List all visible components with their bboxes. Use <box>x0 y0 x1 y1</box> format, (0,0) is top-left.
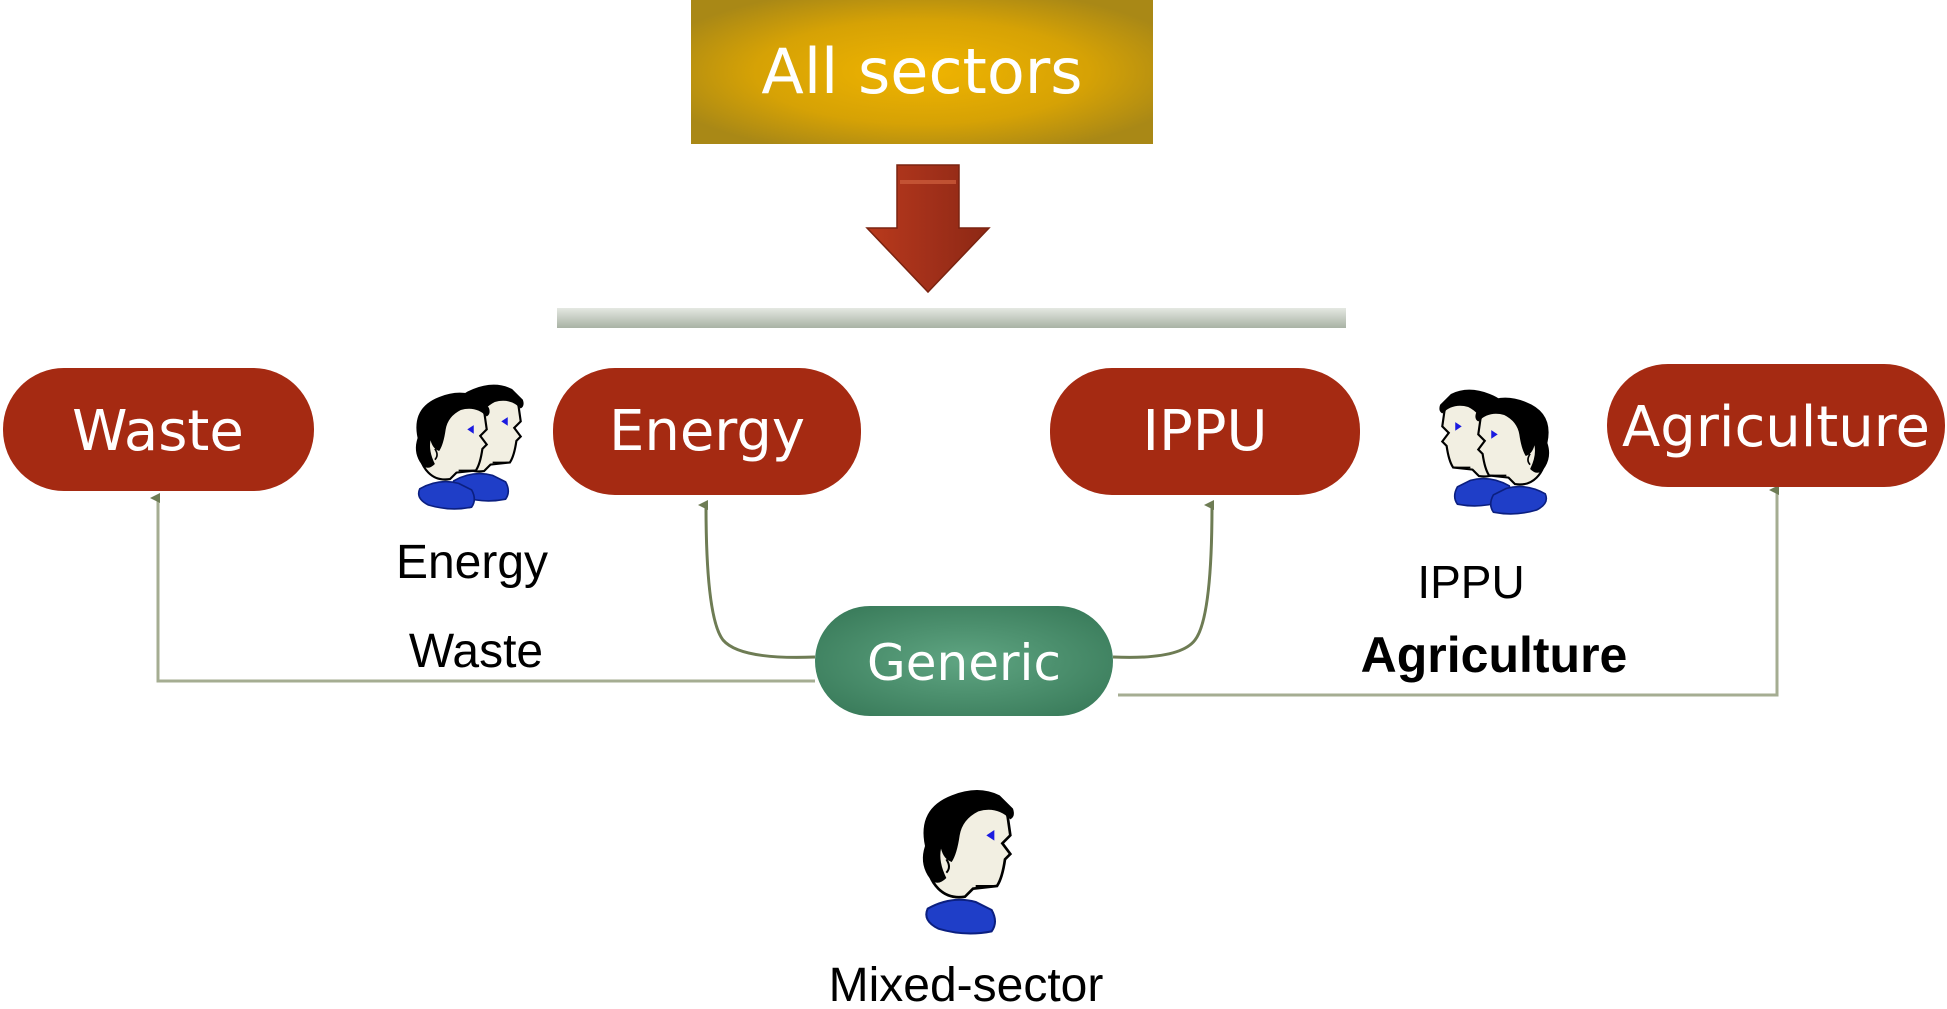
caption-right-line1: IPPU <box>1417 556 1524 608</box>
down-arrow-icon <box>865 164 991 294</box>
sector-waste-label: Waste <box>72 399 244 464</box>
sector-energy: Energy <box>553 368 861 495</box>
all-sectors-box: All sectors <box>691 0 1153 144</box>
caption-left-line2: Waste <box>409 625 543 678</box>
sector-ippu: IPPU <box>1050 368 1360 495</box>
caption-right-line2: Agriculture <box>1361 627 1628 683</box>
sector-energy-label: Energy <box>609 399 805 464</box>
divider-bar <box>557 308 1346 328</box>
connector-ippu <box>1112 500 1215 659</box>
sector-agriculture: Agriculture <box>1607 364 1945 487</box>
sector-agriculture-label: Agriculture <box>1622 395 1930 460</box>
connector-waste <box>150 493 815 683</box>
sector-waste: Waste <box>3 368 314 491</box>
two-heads-icon <box>1438 388 1551 516</box>
generic-label: Generic <box>867 634 1061 692</box>
caption-bottom: Mixed-sector <box>829 959 1104 1009</box>
connector-agriculture <box>1118 485 1779 697</box>
two-heads-icon <box>414 383 525 510</box>
head-icon <box>921 788 1016 935</box>
connector-energy <box>698 499 816 659</box>
caption-left-line1: Energy <box>396 536 548 589</box>
all-sectors-label: All sectors <box>761 35 1082 108</box>
generic-node: Generic <box>815 606 1113 716</box>
connectors <box>150 485 1779 697</box>
sector-ippu-label: IPPU <box>1142 399 1267 464</box>
